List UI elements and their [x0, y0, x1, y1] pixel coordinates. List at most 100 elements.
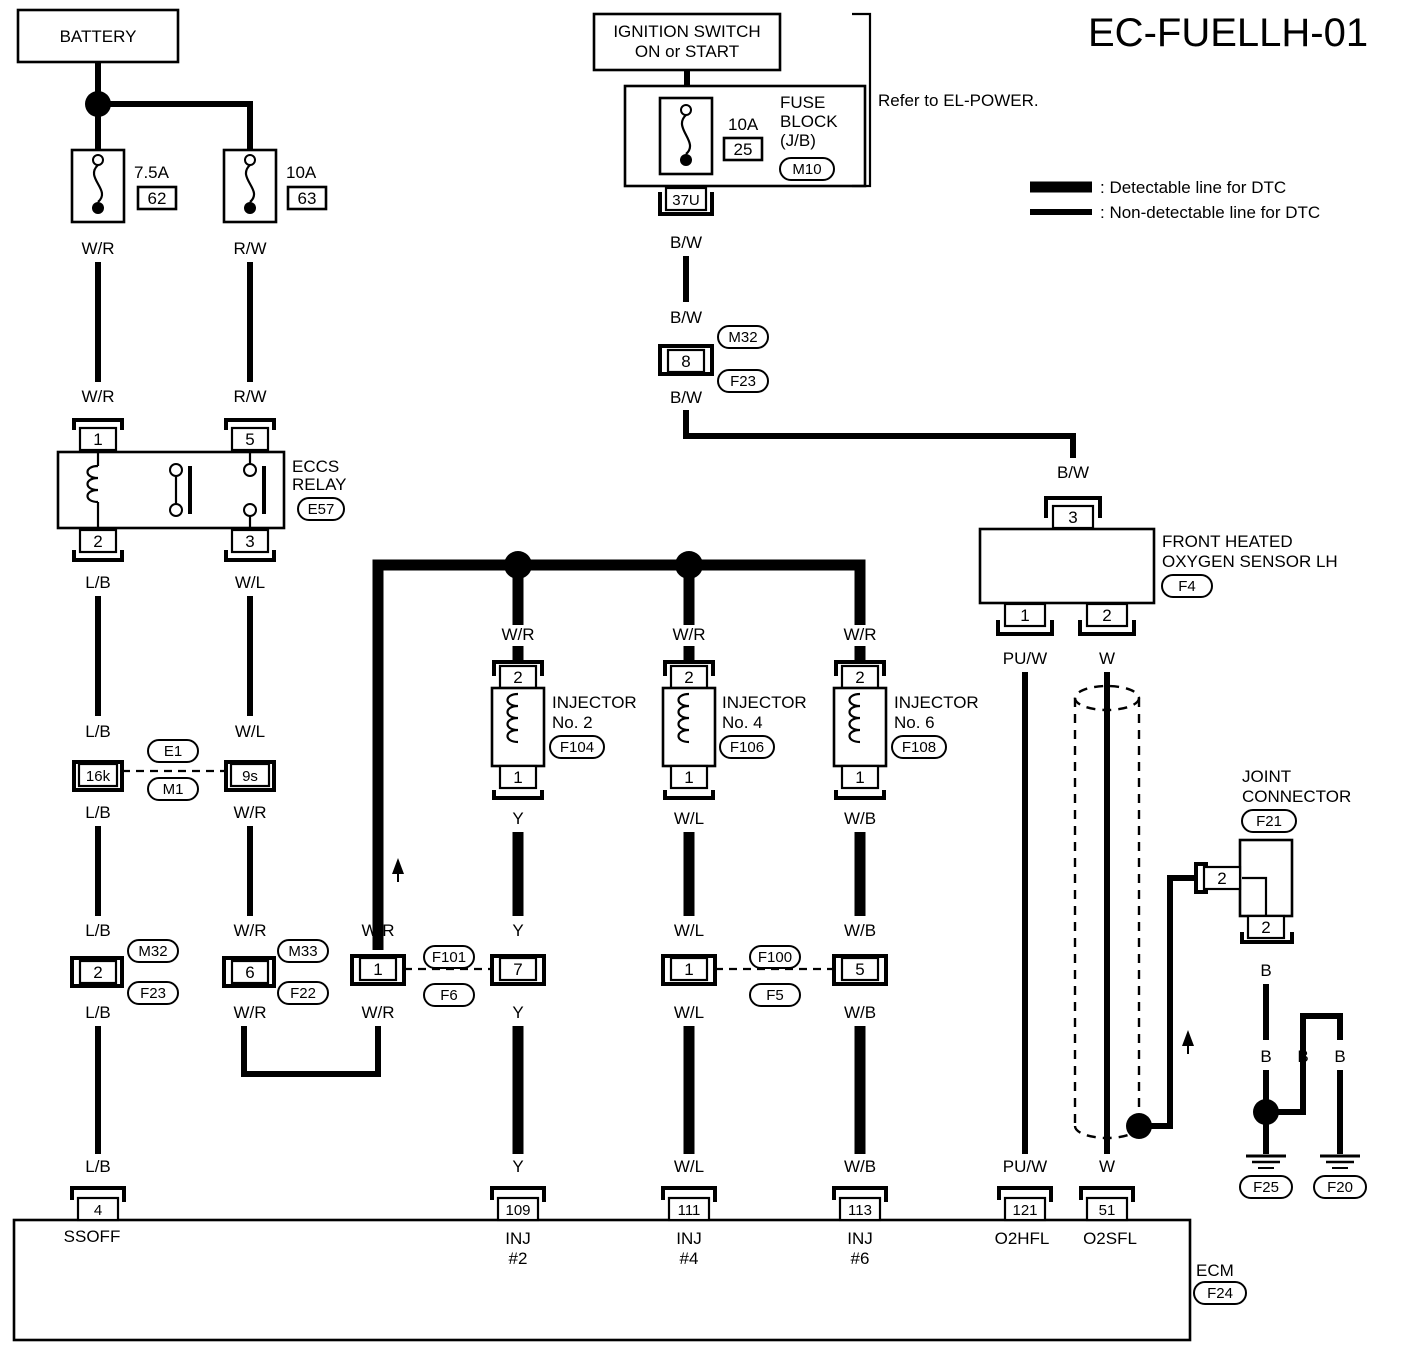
wire-label-lb-1: L/B — [85, 573, 111, 592]
up-arrow-icon-2 — [1182, 1030, 1194, 1054]
connector-f100: F100 — [758, 949, 792, 966]
wire-label-wl-6: W/L — [674, 1157, 704, 1176]
connector-m33-f22: 6 M33 F22 — [222, 939, 329, 1005]
relay-pin-3: 3 — [245, 532, 254, 551]
ecm-terminal-inj2-a: INJ — [505, 1229, 531, 1248]
injector-no2-label: INJECTOR — [552, 693, 637, 712]
wire-label-wr-inj4: W/R — [672, 625, 705, 644]
ecm-terminal-inj4-a: INJ — [676, 1229, 702, 1248]
ground-f25-label: F25 — [1253, 1179, 1279, 1196]
fuse-block-connector: M10 — [792, 161, 821, 178]
connector-m1: M1 — [163, 781, 184, 798]
ecm-terminal-o2hfl: O2HFL — [995, 1229, 1050, 1248]
connector-f100-f5: 1 5 F100 F5 — [661, 945, 888, 1007]
injector-no4-number: No. 4 — [722, 713, 763, 732]
sensor-pin-3: 3 — [1068, 508, 1077, 527]
sensor-pin-2: 2 — [1102, 606, 1111, 625]
fuse-block: 10A 25 FUSE BLOCK (J/B) M10 37U — [623, 84, 867, 216]
wire-label-wb-2: W/B — [844, 921, 876, 940]
eccs-relay: 1 5 2 3 ECCS RELAY E57 — [56, 418, 347, 562]
wire-label-bw-4: B/W — [1057, 463, 1089, 482]
injector-no2-connector: F104 — [560, 739, 594, 756]
connector-m32-left: M32 — [138, 943, 167, 960]
ecm-pin-51: 51 — [1099, 1202, 1116, 1219]
injector-no2: W/R 2 1 INJECTOR No. 2 F104 — [490, 625, 637, 800]
connector-f23-left: F23 — [140, 985, 166, 1002]
relay-label-1: ECCS — [292, 457, 339, 476]
joint-label-2: CONNECTOR — [1242, 787, 1351, 806]
injector-no4-label: INJECTOR — [722, 693, 807, 712]
ignition-label-2: ON or START — [635, 42, 739, 61]
legend: : Detectable line for DTC : Non-detectab… — [1030, 178, 1320, 222]
connector-f101-f6: 1 7 F101 F6 — [350, 945, 546, 1007]
pin-6: 6 — [245, 963, 254, 982]
fuse-62: 7.5A 62 — [70, 148, 178, 224]
ignition-label-1: IGNITION SWITCH — [613, 22, 760, 41]
fuse-block-label-3: (J/B) — [780, 131, 816, 150]
wire-label-lb-2: L/B — [85, 722, 111, 741]
wire-label-b-1: B — [1260, 961, 1271, 980]
pin-16k: 16k — [86, 768, 111, 785]
connector-e1: E1 — [164, 743, 182, 760]
ecm-terminal-inj2-b: #2 — [509, 1249, 528, 1268]
ecm-connector: F24 — [1207, 1285, 1233, 1302]
ecm-pin-109: 109 — [505, 1202, 530, 1219]
wire-label-y-1: Y — [512, 809, 523, 828]
injector-no6: W/R 2 1 INJECTOR No. 6 F108 — [832, 625, 979, 800]
relay-connector: E57 — [308, 501, 335, 518]
wire-label-lb-3: L/B — [85, 803, 111, 822]
wire-label-b-4: B — [1334, 1047, 1345, 1066]
connector-f6: F6 — [440, 987, 458, 1004]
wire-label-wl-5: W/L — [674, 1003, 704, 1022]
injector-no6-pin-top: 2 — [855, 668, 864, 687]
pin-5: 5 — [855, 960, 864, 979]
pin-1-f101: 1 — [373, 960, 382, 979]
connector-m32-f23-left: 2 M32 F23 — [70, 939, 179, 1005]
connector-f101: F101 — [432, 949, 466, 966]
pin-7: 7 — [513, 960, 522, 979]
shielded-cable — [1073, 684, 1152, 1140]
ecm-pin-113: 113 — [848, 1202, 872, 1219]
wire-label-rw-1: R/W — [233, 239, 266, 258]
connector-e1-m1: 16k 9s E1 M1 — [72, 739, 276, 801]
refer-label: Refer to EL-POWER. — [878, 91, 1039, 110]
ecm-pin-4: 4 — [94, 1202, 102, 1219]
fuse-25-rating: 10A — [728, 115, 759, 134]
wire-label-y-4: Y — [512, 1157, 523, 1176]
fuse-25-number: 25 — [734, 140, 753, 159]
joint-connector: JOINT CONNECTOR F21 2 2 — [1194, 767, 1351, 944]
pin-9s: 9s — [242, 768, 258, 785]
relay-pin-2: 2 — [93, 532, 102, 551]
relay-pin-1: 1 — [93, 430, 102, 449]
wire-label-puw-1: PU/W — [1003, 649, 1047, 668]
relay-pin-5: 5 — [245, 430, 254, 449]
ground-f25: F25 — [1239, 1154, 1293, 1199]
ecm-pin-111: 111 — [678, 1202, 701, 1219]
ground-f20-label: F20 — [1327, 1179, 1353, 1196]
battery-label: BATTERY — [60, 27, 137, 46]
ecm-terminal-inj6-b: #6 — [851, 1249, 870, 1268]
ecm-terminal-inj4-b: #4 — [680, 1249, 699, 1268]
connector-f5: F5 — [766, 987, 784, 1004]
wire-label-wr-inj6: W/R — [843, 625, 876, 644]
wire-label-y-2: Y — [512, 921, 523, 940]
injector-no4-pin-top: 2 — [684, 668, 693, 687]
ecm: 4 SSOFF 109 INJ #2 111 INJ #4 113 INJ #6… — [12, 1186, 1247, 1342]
wire-label-wl-3: W/L — [674, 809, 704, 828]
wire-label-wb-4: W/B — [844, 1157, 876, 1176]
legend-non-detectable-label: : Non-detectable line for DTC — [1100, 203, 1320, 222]
fuse-63-number: 63 — [298, 189, 317, 208]
fuse-63-rating: 10A — [286, 163, 317, 182]
wire-label-bw-3: B/W — [670, 388, 702, 407]
connector-m32-right: M32 — [728, 329, 757, 346]
wire-label-wr-7: W/R — [361, 1003, 394, 1022]
fuse-63: 10A 63 — [222, 148, 328, 224]
fuse-block-pin: 37U — [672, 192, 700, 209]
joint-pin-bottom: 2 — [1261, 918, 1270, 937]
sensor-label-2: OXYGEN SENSOR LH — [1162, 552, 1338, 571]
ecm-terminal-inj6-a: INJ — [847, 1229, 873, 1248]
wire-label-lb-4: L/B — [85, 921, 111, 940]
wire-label-wl-1: W/L — [235, 573, 265, 592]
joint-label-1: JOINT — [1242, 767, 1291, 786]
